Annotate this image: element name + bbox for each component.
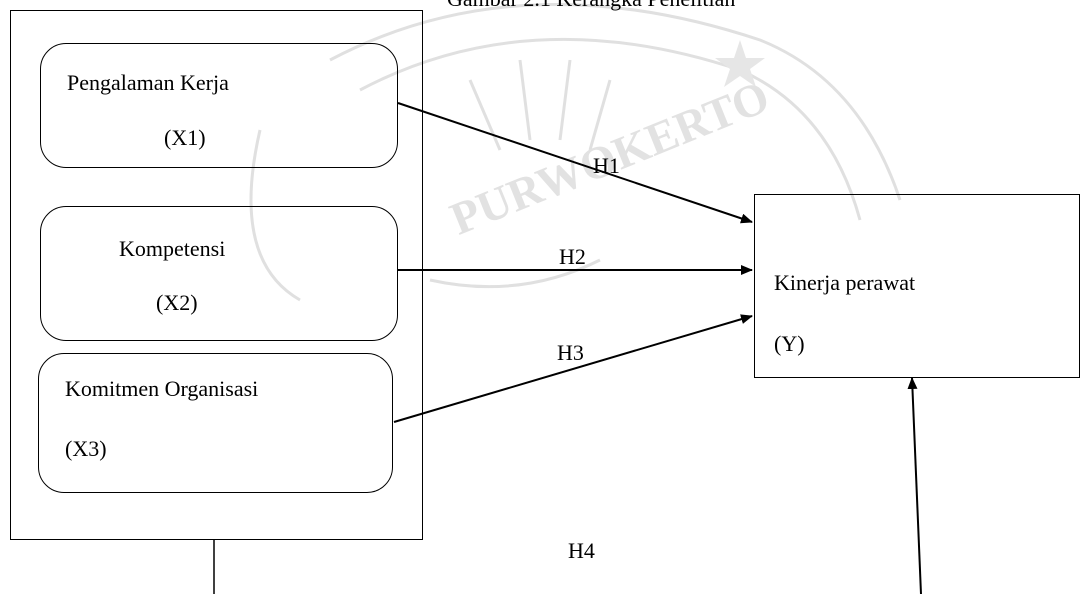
arrow-h1 xyxy=(397,102,753,224)
variable-code-x3: (X3) xyxy=(65,436,107,461)
variable-name-x1: Pengalaman Kerja xyxy=(67,70,229,95)
dependent-variable-name: Kinerja perawat xyxy=(774,270,916,295)
variable-box-x3 xyxy=(38,353,393,493)
variable-name-x3: Komitmen Organisasi xyxy=(65,376,259,401)
dependent-variable-code: (Y) xyxy=(774,331,805,356)
hypothesis-label-h3: H3 xyxy=(557,340,584,365)
hypothesis-label-h2: H2 xyxy=(559,244,586,269)
independent-variables-group xyxy=(10,10,423,540)
hypothesis-label-h4: H4 xyxy=(568,538,595,563)
variable-code-x1: (X1) xyxy=(164,125,206,150)
arrow-h4 xyxy=(907,377,922,594)
figure-caption: Gambar 2.1 Kerangka Penelitian xyxy=(447,0,735,12)
variable-name-x2: Kompetensi xyxy=(119,236,226,261)
variable-box-x1 xyxy=(40,43,398,168)
arrow-h3 xyxy=(393,314,753,423)
variable-code-x2: (X2) xyxy=(156,290,198,315)
variable-box-x2 xyxy=(40,206,398,341)
